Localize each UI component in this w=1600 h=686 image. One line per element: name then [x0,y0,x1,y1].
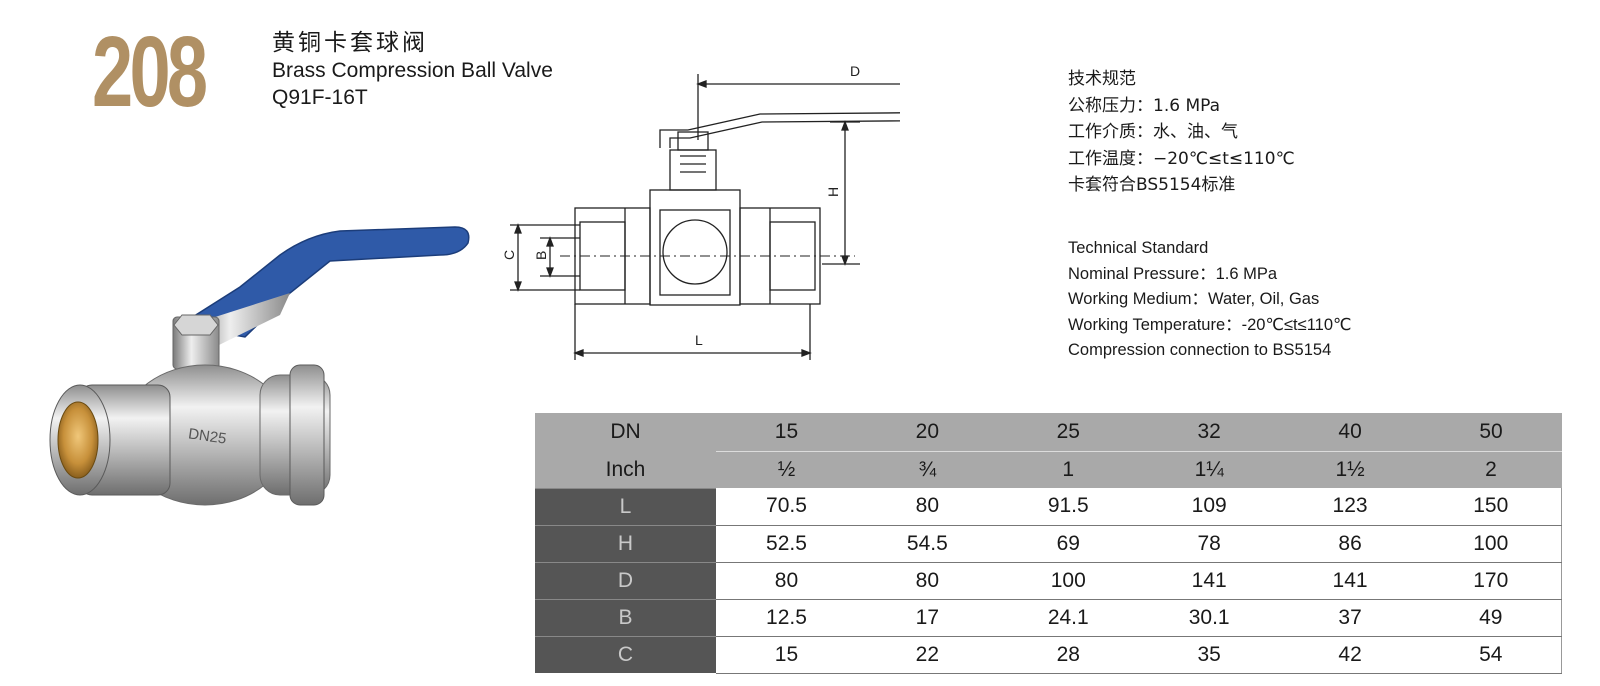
table-cell: 123 [1279,488,1421,526]
header-label: Inch [535,451,716,488]
dim-label-c: C [501,250,517,260]
title-block: 黄铜卡套球阀 Brass Compression Ball Valve Q91F… [272,30,553,111]
table-cell: 54.5 [856,525,998,563]
header-cell: 40 [1279,413,1421,452]
spec-cn-heading: 技术规范 [1068,69,1136,89]
dim-label-d: D [850,63,860,79]
table-cell: 49 [1420,599,1562,637]
header-cell: 2 [1420,451,1562,488]
product-model-code: Q91F-16T [272,86,368,109]
spec-en-block: Technical Standard Nominal Pressure：1.6 … [1068,236,1352,364]
table-header-row: Inch ½ ¾ 1 1¼ 1½ 2 [535,451,1562,488]
spec-en-line: Working Temperature：-20℃≤t≤110℃ [1068,315,1352,334]
table-cell: 28 [997,636,1139,674]
product-title-cn: 黄铜卡套球阀 [272,30,428,56]
table-cell: 37 [1279,599,1421,637]
dim-label-l: L [695,332,703,348]
product-title-en: Brass Compression Ball Valve [272,59,553,82]
table-cell: 100 [1420,525,1562,563]
header-label: DN [535,413,716,452]
spec-en-heading: Technical Standard [1068,239,1209,257]
table-cell: 91.5 [997,488,1139,526]
table-cell: 17 [856,599,998,637]
table-row: L 70.5 80 91.5 109 123 150 [535,487,1562,526]
table-cell: 80 [856,562,998,600]
table-row: C 15 22 28 35 42 54 [535,635,1562,674]
spec-en-line: Compression connection to BS5154 [1068,341,1332,359]
table-cell: 52.5 [716,525,857,563]
table-cell: 12.5 [716,599,857,637]
table-row: B 12.5 17 24.1 30.1 37 49 [535,598,1562,637]
table-cell: 70.5 [716,488,857,526]
spec-cn-line: 卡套符合BS5154标准 [1068,175,1236,195]
dimension-table: DN 15 20 25 32 40 50 Inch ½ ¾ 1 1¼ 1½ 2 … [535,413,1562,674]
header-cell: 50 [1420,413,1562,452]
technical-drawing: D H C B L [501,63,900,360]
row-label: D [535,561,716,599]
table-cell: 141 [1138,562,1280,600]
spec-cn-block: 技术规范 公称压力：1.6 MPa 工作介质：水、油、气 工作温度：−20℃≤t… [1068,66,1295,199]
table-cell: 24.1 [997,599,1139,637]
row-label: H [535,524,716,562]
header-cell: ¾ [856,451,998,488]
dim-label-h: H [825,187,841,197]
header-cell: 1¼ [1138,451,1280,488]
table-cell: 80 [856,488,998,526]
spec-en-line: Working Medium：Water, Oil, Gas [1068,290,1320,308]
header-cell: 1½ [1279,451,1421,488]
spec-cn-line: 公称压力：1.6 MPa [1068,95,1221,116]
spec-cn-line: 工作温度：−20℃≤t≤110℃ [1068,148,1295,169]
table-cell: 69 [997,525,1139,563]
body-marking: DN25 [187,425,227,447]
table-cell: 141 [1279,562,1421,600]
table-cell: 22 [856,636,998,674]
header-cell: 1 [997,451,1139,488]
table-cell: 54 [1420,636,1562,674]
dim-label-b: B [533,251,549,260]
row-label: L [535,487,716,525]
table-cell: 150 [1420,488,1562,526]
table-cell: 109 [1138,488,1280,526]
spec-en-line: Nominal Pressure：1.6 MPa [1068,264,1278,283]
spec-cn-line: 工作介质：水、油、气 [1068,122,1238,142]
table-cell: 42 [1279,636,1421,674]
table-header-row: DN 15 20 25 32 40 50 [535,413,1562,452]
table-cell: 170 [1420,562,1562,600]
table-cell: 100 [997,562,1139,600]
header-cell: 32 [1138,413,1280,452]
product-photo: DN25 [49,226,470,506]
header-cell: 20 [856,413,998,452]
table-cell: 80 [716,562,857,600]
table-row: H 52.5 54.5 69 78 86 100 [535,524,1562,563]
header-cell: 25 [997,413,1139,452]
row-label: B [535,598,716,636]
model-number: 208 [92,16,208,128]
table-cell: 35 [1138,636,1280,674]
table-row: D 80 80 100 141 141 170 [535,561,1562,600]
header-cell: 15 [716,413,857,452]
table-cell: 78 [1138,525,1280,563]
header-cell: ½ [716,451,857,488]
table-cell: 15 [716,636,857,674]
row-label: C [535,635,716,673]
table-cell: 86 [1279,525,1421,563]
table-cell: 30.1 [1138,599,1280,637]
